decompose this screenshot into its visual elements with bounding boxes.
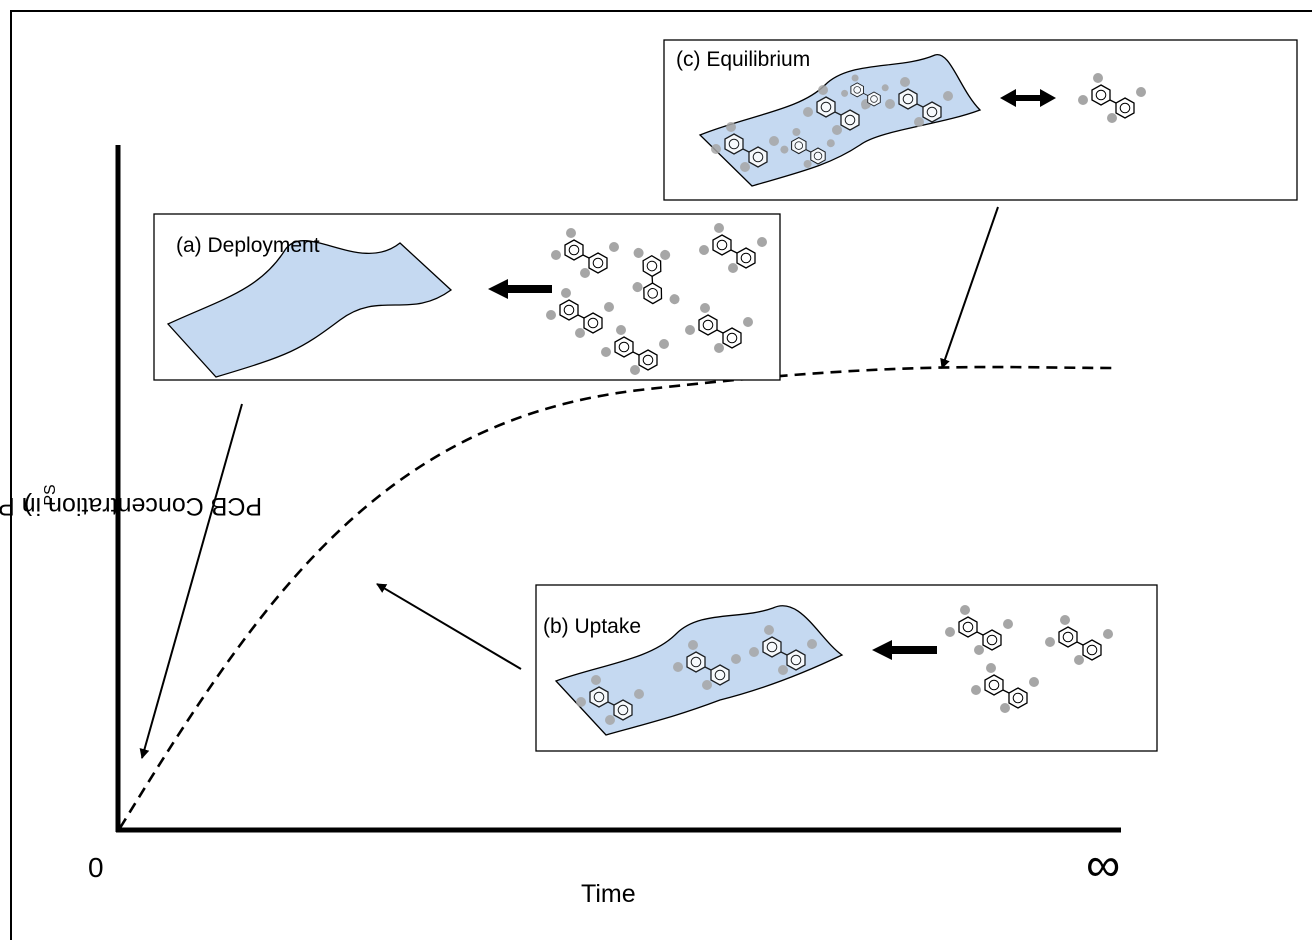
equilibrium-arrow [1000, 89, 1056, 107]
x-origin-tick: 0 [88, 852, 104, 883]
deployment-label: (a) Deployment [176, 234, 320, 257]
equilibrated-sampler [698, 54, 982, 187]
uptake-curve [118, 365, 1116, 829]
empty-sampler [166, 240, 453, 378]
equilibrium-panel [663, 39, 1298, 201]
equilibrium-label: (c) Equilibrium [676, 48, 811, 71]
uptake-panel [535, 584, 1158, 752]
deployment-panel [153, 213, 781, 381]
uptake-label: (b) Uptake [543, 615, 642, 638]
equilibrium-pointer-arrow [940, 206, 999, 369]
uptake-pointer-arrow [376, 583, 522, 670]
deployment-pointer-arrow [139, 403, 243, 759]
figure-frame [10, 10, 1312, 940]
deployment-arrow [488, 279, 552, 299]
uptake-arrow [872, 640, 937, 660]
x-infinity-tick: ∞ [1086, 839, 1121, 892]
x-axis-label: Time [581, 880, 636, 908]
